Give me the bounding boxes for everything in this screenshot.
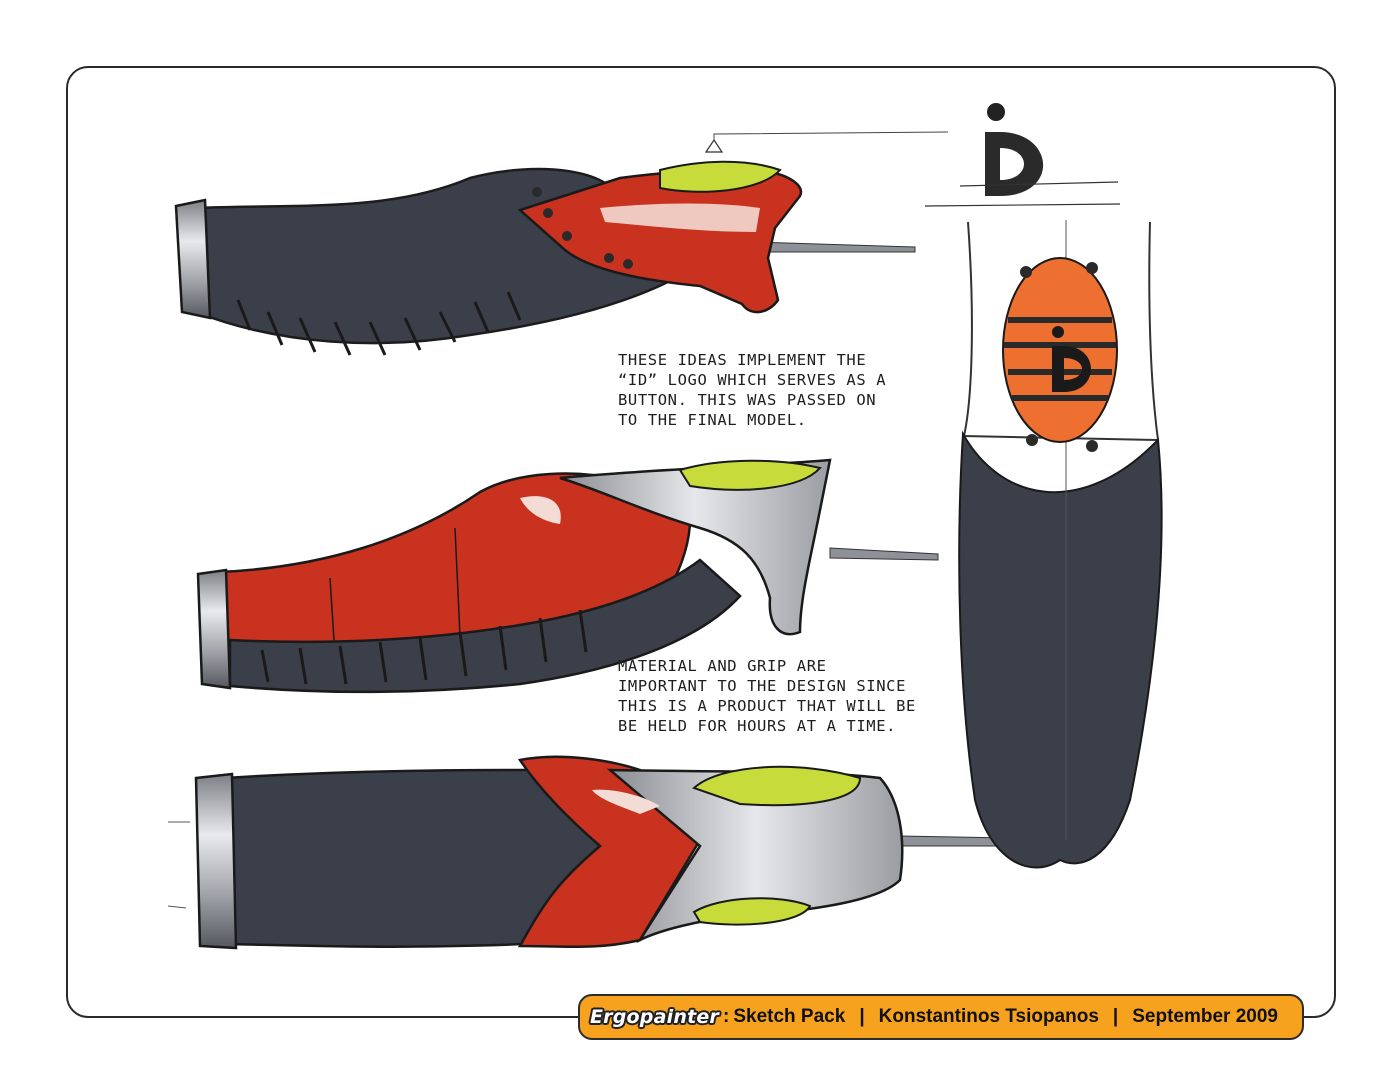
footer-colon: :	[723, 1006, 730, 1027]
tool-sketch-bottom	[167, 755, 1011, 950]
tool-sketch-top	[174, 131, 949, 356]
footer-author: Konstantinos Tsiopanos	[878, 1006, 1099, 1027]
footer-date: September 2009	[1132, 1006, 1278, 1027]
tool-sketch-middle	[196, 458, 939, 694]
note-logo-button: THESE IDEAS IMPLEMENT THE “ID” LOGO WHIC…	[618, 351, 887, 429]
footer-pack-title: Sketch Pack	[733, 1006, 846, 1027]
footer-separator: |	[1112, 1006, 1119, 1027]
tool-top-view-sketch	[958, 220, 1163, 869]
footer-banner: Ergopainter : Sketch Pack | Konstantinos…	[578, 994, 1304, 1040]
note-material-grip: MATERIAL AND GRIP ARE IMPORTANT TO THE D…	[618, 657, 916, 735]
footer-separator: |	[859, 1006, 865, 1027]
id-logo-sketch	[924, 103, 1121, 207]
brand-logo: Ergopainter	[590, 1006, 720, 1028]
